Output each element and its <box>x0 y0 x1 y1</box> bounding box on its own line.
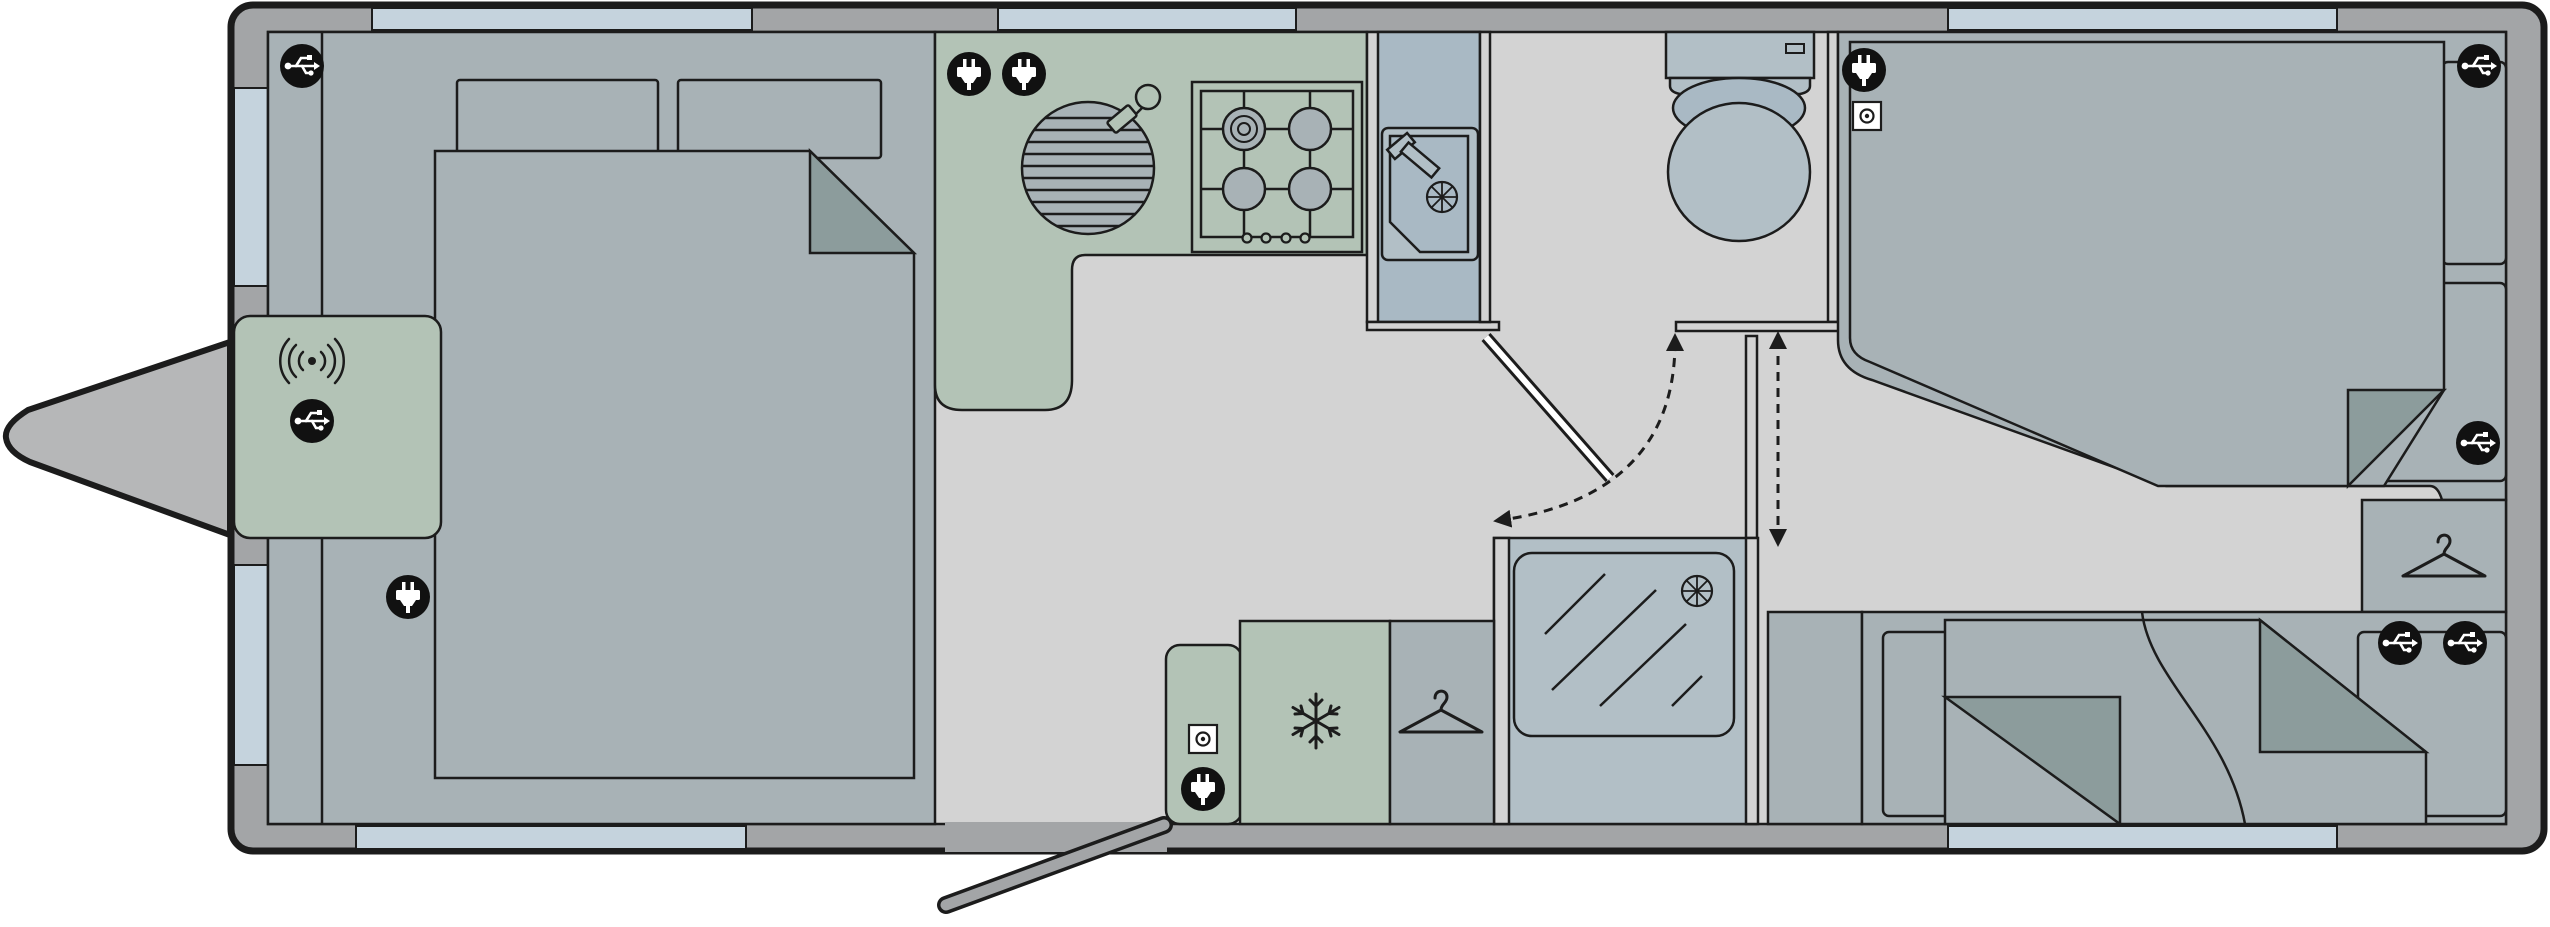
tv-aerial-socket-icon <box>1187 723 1219 755</box>
toilet <box>1664 30 1816 243</box>
shower-tray <box>1512 551 1736 738</box>
rear-side-cabinet-upper <box>2440 60 2508 266</box>
tap-handle <box>1106 83 1162 134</box>
window-front-upper <box>233 87 269 287</box>
snowflake-icon <box>1291 692 1341 750</box>
door-swing-arrow-icon <box>1493 333 1684 528</box>
pillow-right <box>676 78 883 160</box>
rear-lounge-blanket-fold <box>1941 695 2122 827</box>
usb-socket-icon <box>2441 619 2489 667</box>
front-chest-unit <box>232 314 443 540</box>
mains-socket-icon <box>1842 48 1886 92</box>
rear-lounge-blanket-fold <box>2258 617 2430 754</box>
window-front-left-top <box>371 7 753 31</box>
rear-lounge <box>1860 610 2508 827</box>
usb-socket-icon <box>2454 419 2502 467</box>
window-front-lower <box>233 564 269 766</box>
rear-bed-blanket-fold <box>2346 388 2448 490</box>
bed-blanket-fold <box>808 148 918 255</box>
window-front-bottom <box>355 825 747 850</box>
hob-control-knobs <box>1241 232 1311 244</box>
shower <box>1492 536 1760 826</box>
sliding-door <box>1744 334 1759 548</box>
bed-blanket <box>433 149 916 780</box>
wardrobe <box>1388 619 1496 826</box>
toilet-room <box>1478 30 1843 333</box>
hob <box>1190 80 1364 254</box>
window-kitchen <box>997 7 1297 31</box>
hob-burner <box>1221 166 1267 212</box>
usb-socket-icon <box>278 42 326 90</box>
usb-socket-icon <box>2455 42 2503 90</box>
front-island-bed <box>266 30 937 826</box>
rear-wardrobe <box>2360 498 2508 614</box>
hob-burner-large <box>1221 106 1267 152</box>
window-rear-top <box>1947 7 2338 31</box>
pillow-left <box>455 78 660 160</box>
usb-socket-icon <box>2376 619 2424 667</box>
mains-socket-icon <box>1002 52 1046 96</box>
windows <box>233 7 2338 850</box>
usb-socket-icon <box>288 397 336 445</box>
tow-hitch <box>2 339 233 538</box>
tv-aerial-socket-icon <box>1851 100 1883 132</box>
window-rear-bottom <box>1947 825 2338 850</box>
hob-burner <box>1287 106 1333 152</box>
hob-burner <box>1287 166 1333 212</box>
shower-drain <box>1680 574 1714 608</box>
rear-bed-blanket <box>1848 40 2446 488</box>
sink-drain <box>1425 180 1459 214</box>
mains-socket-icon <box>947 52 991 96</box>
vanity-unit <box>1766 610 1864 826</box>
wifi-signal-icon <box>279 337 345 385</box>
mains-socket-icon <box>1181 767 1225 811</box>
sink-unit <box>1365 30 1501 332</box>
rear-bed <box>1836 30 2508 502</box>
sink-tap <box>1385 131 1441 180</box>
mains-socket-icon <box>386 575 430 619</box>
